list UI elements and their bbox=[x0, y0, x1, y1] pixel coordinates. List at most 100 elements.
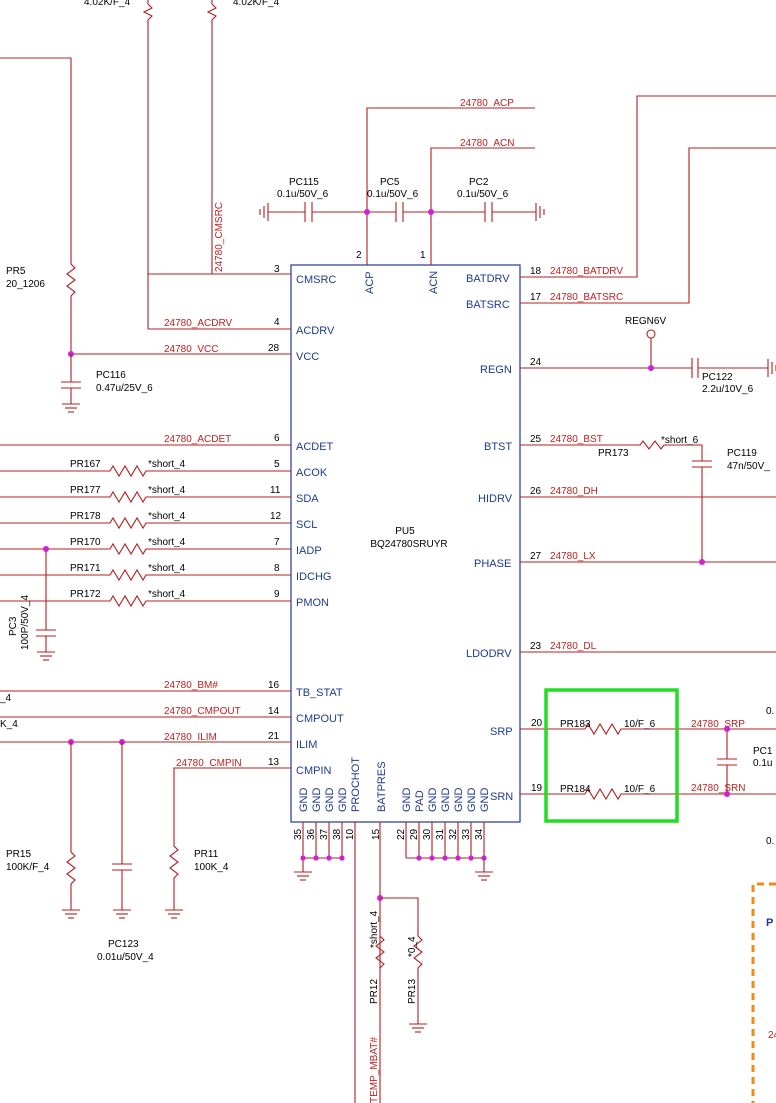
pin-num-32: 32 bbox=[448, 828, 459, 840]
pin-pmon: PMON bbox=[296, 597, 329, 609]
pr183-ref: PR183 bbox=[560, 719, 591, 730]
pin-batpres: BATPRES bbox=[376, 761, 388, 812]
pin-num-vcc: 28 bbox=[268, 343, 280, 354]
pin-num-batsrc: 17 bbox=[530, 292, 542, 303]
pin-num-acdrv: 4 bbox=[274, 317, 280, 328]
pin-num-31: 31 bbox=[435, 828, 446, 840]
pin-acdet: ACDET bbox=[296, 441, 334, 453]
pr170-ref: PR170 bbox=[70, 537, 101, 548]
resistor-top-left-b bbox=[206, 0, 217, 274]
row-pmon: PR172 *short_4 9 PMON bbox=[0, 589, 329, 609]
net-bst: 24780_BST bbox=[550, 434, 603, 445]
pin-num-acdet: 6 bbox=[274, 433, 280, 444]
net-cmpin: 24780_CMPIN bbox=[176, 758, 242, 769]
pin-gnd-34: GND bbox=[479, 788, 491, 813]
pin-num-ldodrv: 23 bbox=[530, 641, 542, 652]
pin-batdrv: BATDRV bbox=[466, 273, 510, 285]
pc3-ref: PC3 bbox=[8, 616, 19, 636]
pc122-value: 2.2u/10V_6 bbox=[702, 384, 754, 395]
net-srp-right: 24780_SRP bbox=[691, 719, 745, 730]
pr5-ref: PR5 bbox=[6, 266, 26, 277]
pin-num-30: 30 bbox=[422, 828, 433, 840]
pin-pad-29: PAD bbox=[414, 790, 426, 812]
pr178-value: *short_4 bbox=[148, 511, 186, 522]
clipped-right-a: 0. bbox=[766, 706, 774, 717]
net-acp: 24780_ACP bbox=[460, 98, 514, 109]
pin-num-33: 33 bbox=[461, 828, 472, 840]
clipped-left-b: K_4 bbox=[0, 719, 18, 730]
net-ilim: 24780_ILIM bbox=[164, 732, 217, 743]
row-idchg: PR171 *short_4 8 IDCHG bbox=[0, 563, 331, 583]
pin-gnd-36: GND bbox=[311, 788, 323, 813]
pr13-value: *0_4 bbox=[407, 936, 418, 957]
pin-scl: SCL bbox=[296, 519, 317, 531]
pc115-value: 0.1u/50V_6 bbox=[277, 189, 329, 200]
clipped-right-e: P bbox=[766, 917, 773, 929]
pin-acp: ACP bbox=[364, 271, 376, 294]
pin-cmsrc: CMSRC bbox=[296, 274, 336, 286]
pin-tbstat: TB_STAT bbox=[296, 687, 343, 699]
ic-part: BQ24780SRUYR bbox=[370, 539, 447, 550]
pc123-ref: PC123 bbox=[108, 939, 139, 950]
pin-cmpin: CMPIN bbox=[296, 765, 332, 777]
pin-num-cmpin: 13 bbox=[268, 757, 280, 768]
pc119-ref: PC119 bbox=[727, 448, 757, 459]
pin-gnd-37: GND bbox=[324, 788, 336, 813]
pin-num-acok: 5 bbox=[274, 459, 280, 470]
pin-num-15: 15 bbox=[371, 828, 382, 840]
pin-batsrc: BATSRC bbox=[466, 299, 510, 311]
net-lx: 24780_LX bbox=[550, 551, 596, 562]
net-dh: 24780_DH bbox=[550, 486, 598, 497]
pin-num-iadp: 7 bbox=[274, 537, 280, 548]
pr177-value: *short_4 bbox=[148, 485, 186, 496]
pr177-ref: PR177 bbox=[70, 485, 101, 496]
clipped-right-f: 24 bbox=[768, 1030, 776, 1041]
net-batdrv: 24780_BATDRV bbox=[550, 266, 623, 277]
pr171-value: *short_4 bbox=[148, 563, 186, 574]
pin-num-srn: 19 bbox=[531, 783, 543, 794]
pin-num-37: 37 bbox=[319, 828, 330, 840]
pc119-value: 47n/50V_ bbox=[727, 461, 770, 472]
pin-cmpout: CMPOUT bbox=[296, 713, 344, 725]
pr11-ref: PR11 bbox=[194, 849, 219, 860]
pr178-ref: PR178 bbox=[70, 511, 101, 522]
pr167-value: *short_4 bbox=[148, 459, 186, 470]
net-bm: 24780_BM# bbox=[164, 680, 218, 691]
pin-ldodrv: LDODRV bbox=[466, 648, 512, 660]
pin-vcc: VCC bbox=[296, 351, 319, 363]
pc116-ref: PC116 bbox=[96, 370, 126, 381]
pin-num-29: 29 bbox=[409, 828, 420, 840]
pc5-ref: PC5 bbox=[380, 177, 400, 188]
row-acok: PR167 *short_4 5 ACOK bbox=[0, 459, 328, 479]
pin-num-srp: 20 bbox=[531, 718, 543, 729]
row-sda: PR177 *short_4 11 SDA bbox=[0, 485, 319, 505]
pin-num-38: 38 bbox=[332, 828, 343, 840]
pin-num-cmpout: 14 bbox=[268, 706, 280, 717]
pin-num-scl: 12 bbox=[270, 511, 282, 522]
pin-srp: SRP bbox=[490, 726, 513, 738]
pin-sda: SDA bbox=[296, 493, 319, 505]
pin-gnd-31: GND bbox=[440, 788, 452, 813]
pin-num-36: 36 bbox=[306, 828, 317, 840]
net-batsrc: 24780_BATSRC bbox=[550, 292, 623, 303]
pin-num-btst: 25 bbox=[530, 434, 542, 445]
net-acdet: 24780_ACDET bbox=[164, 434, 231, 445]
ic-ref: PU5 bbox=[395, 526, 415, 537]
pr15-value: 100K/F_4 bbox=[6, 862, 50, 873]
pr5-value: 20_1206 bbox=[6, 279, 45, 290]
pin-prochot: PROCHOT bbox=[350, 757, 362, 812]
pr13-ref: PR13 bbox=[407, 979, 418, 1004]
pin-num-sda: 11 bbox=[270, 485, 281, 496]
pr184-value: 10/F_6 bbox=[624, 784, 656, 795]
pc123-value: 0.01u/50V_4 bbox=[97, 952, 154, 963]
clipped-right-d: 0. bbox=[766, 836, 774, 847]
pin-num-pmon: 9 bbox=[274, 589, 280, 600]
pin-gnd-30: GND bbox=[427, 788, 439, 813]
pr171-ref: PR171 bbox=[70, 563, 101, 574]
pin-gnd-32: GND bbox=[453, 788, 465, 813]
pin-num-batdrv: 18 bbox=[530, 266, 542, 277]
pc116-value: 0.47u/25V_6 bbox=[96, 383, 153, 394]
pr15-ref: PR15 bbox=[6, 849, 31, 860]
clipped-left-a: _4 bbox=[0, 693, 12, 704]
net-acdrv: 24780_ACDRV bbox=[164, 318, 233, 329]
